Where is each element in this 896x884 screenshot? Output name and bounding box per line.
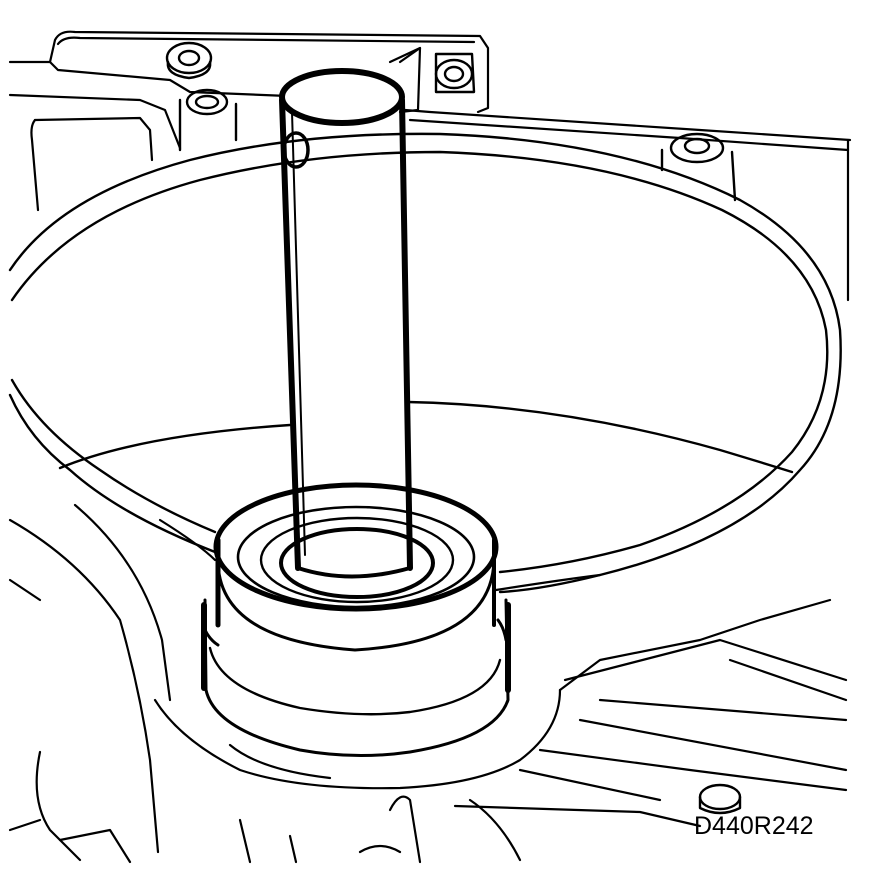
housing-bore <box>8 132 842 594</box>
bore-floor-edge <box>158 518 602 592</box>
bolt-hole-5 <box>698 783 742 815</box>
installer-shaft <box>279 68 413 579</box>
bearing <box>201 482 511 758</box>
housing-top-flange <box>8 30 852 302</box>
figure-reference-code: D440R242 <box>694 812 814 840</box>
bolt-hole-3 <box>178 88 238 152</box>
bolt-hole-1 <box>165 41 213 80</box>
bolt-hole-4 <box>660 132 737 202</box>
housing-lower-body <box>8 503 848 864</box>
bolt-hole-2 <box>434 52 476 94</box>
